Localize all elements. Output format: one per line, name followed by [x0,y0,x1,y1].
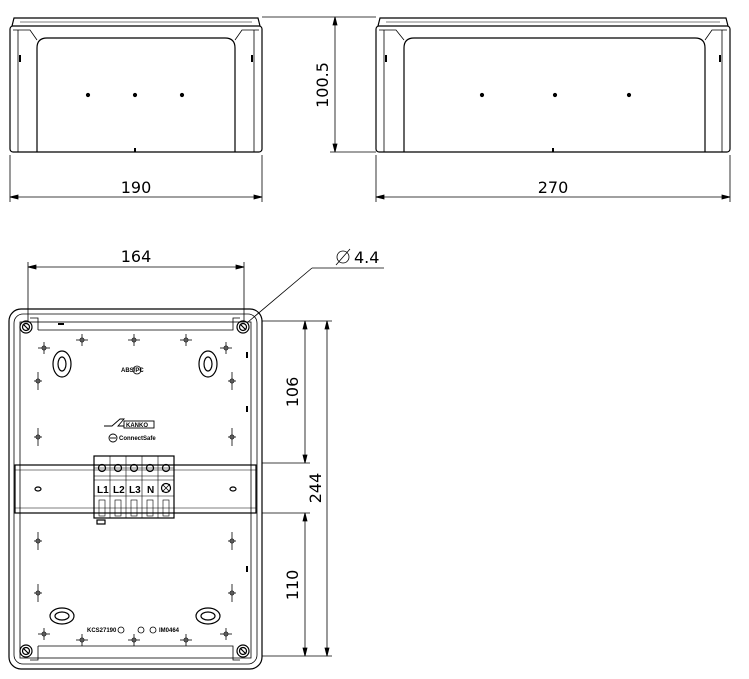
front-view [8,308,263,670]
mounting-slot [34,428,42,446]
mounting-slot [38,628,50,640]
mounting-slot [228,532,236,550]
mounting-slot [220,628,232,640]
corner-screw-br [236,644,250,658]
mounting-slot [220,342,232,354]
side-view-long [375,17,731,153]
terminal-label-l1: L1 [97,485,109,496]
dim-190 [9,155,263,202]
terminal-label-n: N [147,485,154,496]
dim-label-244: 244 [306,473,325,504]
mounting-slot [34,584,42,602]
brand-logo-icon [104,418,155,443]
oval-knockout [52,350,72,378]
mounting-slot [76,634,88,646]
dim-label-270: 270 [538,178,569,197]
dim-label-110: 110 [283,570,302,601]
mounting-slot [128,334,140,346]
mounting-slot [180,334,192,346]
mounting-slot [34,532,42,550]
mounting-slot [34,372,42,390]
brand-name: KANKO [126,423,148,429]
oval-knockout [195,607,221,625]
corner-screw-bl [19,644,33,658]
dim-hole-diameter [247,248,384,323]
mounting-slot [128,634,140,646]
dim-label-106: 106 [283,377,302,408]
oval-knockout [49,607,75,625]
dim-label-190: 190 [121,178,152,197]
cert-code: IM0464 [159,628,180,634]
dim-164 [27,262,245,322]
dim-label-164: 164 [121,247,152,266]
dim-label-hole-diameter: 4.4 [354,248,379,267]
corner-screw-tr [236,320,250,334]
brand-tagline: ConnectSafe [119,436,156,442]
mounting-slot [38,342,50,354]
corner-screw-tl [19,320,33,334]
dim-100-5 [262,16,376,153]
dim-vertical [262,320,332,657]
mounting-slot [228,584,236,602]
mounting-slot [228,428,236,446]
terminal-block [93,455,175,525]
ce-mark-icon [117,626,157,634]
dim-label-height: 100.5 [313,62,332,108]
mounting-slot [228,372,236,390]
material-label: ABS/PC [121,368,144,374]
terminal-label-l2: L2 [113,485,125,496]
model-number: KCS27190 [87,628,117,634]
side-view-short [9,17,263,153]
mounting-slot [76,334,88,346]
oval-knockout [198,350,218,378]
material-symbol-icon [132,365,142,375]
dim-270 [375,155,731,202]
mounting-slot [180,634,192,646]
terminal-label-l3: L3 [129,485,141,496]
